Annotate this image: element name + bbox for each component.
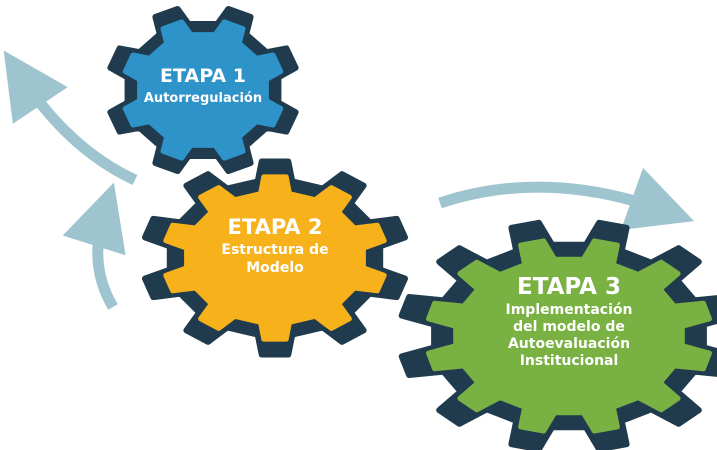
stage-3-line-2: del modelo de	[513, 319, 625, 335]
stage-1-title: ETAPA 1	[160, 65, 246, 87]
stage-3-title: ETAPA 3	[517, 274, 621, 300]
stage-2-line-1: Estructura de	[221, 242, 328, 258]
arrow-return-to-stage-1	[3, 50, 138, 185]
stage-3-line-1: Implementación	[506, 302, 633, 318]
stage-1-line-1: Autorregulación	[144, 91, 262, 106]
arrows	[3, 50, 695, 310]
arrow-stage-2-to-3	[438, 167, 695, 231]
stage-1-gear: ETAPA 1 Autorregulación	[107, 6, 299, 174]
stage-1-gear-body	[122, 19, 284, 161]
stage-2-gear-body	[163, 174, 387, 342]
stage-3-line-4: Institucional	[520, 353, 619, 369]
arrow-stage-1-to-2	[62, 182, 126, 310]
stage-2-gear: ETAPA 2 Estructura de Modelo	[142, 158, 408, 358]
stage-3-gear-body	[426, 238, 712, 434]
stage-3-gear: ETAPA 3 Implementación del modelo de Aut…	[398, 219, 717, 450]
stage-2-line-2: Modelo	[246, 260, 304, 276]
stage-2-title: ETAPA 2	[228, 215, 323, 239]
stage-3-line-3: Autoevaluación	[508, 336, 630, 352]
